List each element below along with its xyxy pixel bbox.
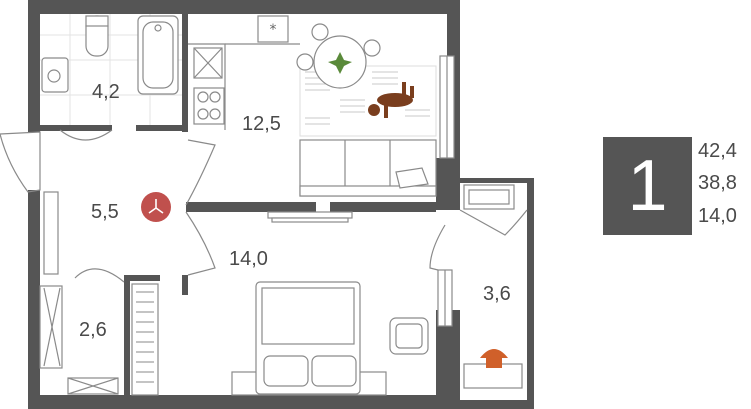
balcony-area: 14,0 [698,205,737,227]
room-area-hall: 5,5 [91,201,119,223]
room-area-bathroom: 4,2 [92,81,120,103]
room-area-bedroom: 14,0 [229,248,268,270]
rooms-count-badge: 1 [603,137,692,235]
entrance-door [0,129,528,283]
total-area: 42,4 [698,140,737,162]
kitchen-counter: * [188,15,300,130]
svg-text:*: * [270,22,277,38]
bathroom-fixtures [41,15,179,95]
room-area-balcony: 3,6 [483,283,511,305]
dining-table [296,23,381,89]
entrance-marker-icon [141,192,171,222]
sofa [299,139,437,197]
rug [299,65,437,137]
room-area-kitchen: 12,5 [242,113,281,135]
walls [28,0,534,409]
rooms-count: 1 [627,146,668,226]
balcony-furniture [463,184,523,389]
tv-stand [267,211,353,223]
room-area-storage: 2,6 [79,319,107,341]
wardrobe [67,283,159,396]
armchair [389,317,429,355]
windows [39,55,455,369]
dog-icon [368,82,414,118]
bed [231,281,387,396]
living-area: 38,8 [698,172,737,194]
